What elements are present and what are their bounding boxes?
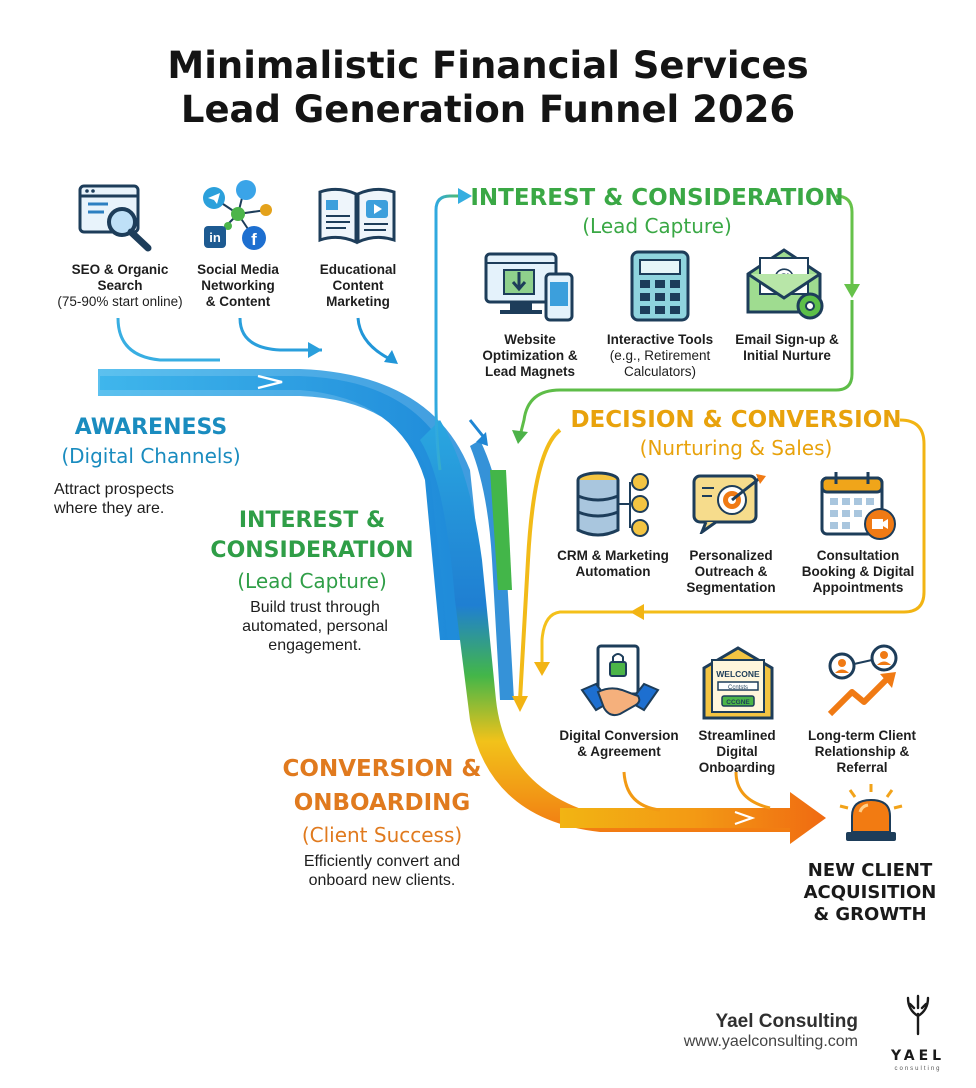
conversion-item-label-agreement: Digital Conversion & Agreement	[559, 728, 679, 759]
handshake-agreement-icon	[580, 644, 660, 717]
decision-box-heading: DECISION & CONVERSION (Nurturing & Sales…	[570, 407, 902, 460]
website-optimization-icon	[484, 252, 574, 322]
decision-item-label-crm: CRM & Marketing Automation	[557, 548, 669, 579]
interest-box-heading: INTEREST & CONSIDERATION (Lead Capture)	[470, 185, 844, 238]
email-nurture-icon: @	[746, 248, 824, 320]
decision-item-label-consultation: Consultation Booking & Digital Appointme…	[801, 548, 915, 595]
interest-description: Build trust through automated, personal …	[242, 599, 388, 654]
crm-database-icon	[576, 471, 649, 537]
welcome-onboarding-icon: WELCONE Ccntsts CCGNE	[702, 646, 774, 720]
interest-stage-heading-left: INTEREST & CONSIDERATION (Lead Capture)	[210, 508, 414, 593]
page-title-line-1: Minimalistic Financial Services	[167, 44, 809, 87]
awareness-description: Attract prospects where they are.	[54, 481, 175, 517]
footer-url[interactable]: www.yaelconsulting.com	[683, 1033, 858, 1050]
educational-content-icon	[318, 187, 396, 245]
outcome-label: NEW CLIENT ACQUISITION & GROWTH	[803, 860, 937, 925]
form-field-text: Ccntsts	[728, 685, 748, 691]
interest-item-label-tools: Interactive Tools (e.g., Retirement Calc…	[606, 332, 714, 379]
conversion-description: Efficiently convert and onboard new clie…	[303, 853, 461, 889]
growth-referral-icon	[827, 644, 898, 717]
form-button-text: CCGNE	[726, 699, 750, 706]
decision-item-label-outreach: Personalized Outreach & Segmentation	[686, 548, 776, 595]
interest-item-label-website: Website Optimization & Lead Magnets	[482, 332, 578, 379]
welcome-text: WELCONE	[716, 669, 760, 679]
calendar-booking-icon	[820, 472, 896, 540]
channel-label-social: Social Media Networking & Content	[197, 262, 279, 309]
target-outreach-icon	[692, 474, 766, 534]
calculator-icon	[630, 250, 690, 322]
conversion-item-label-referral: Long-term Client Relationship & Referral	[808, 728, 916, 775]
svg-text:f: f	[251, 230, 257, 249]
conversion-item-label-onboarding: Streamlined Digital Onboarding	[698, 728, 776, 775]
alarm-beacon-icon	[839, 784, 903, 841]
footer-company-name: Yael Consulting	[715, 1011, 858, 1032]
social-media-icon: in f	[203, 180, 272, 250]
yael-logo-text: YAEL	[890, 1048, 946, 1064]
interest-item-label-email: Email Sign-up & Initial Nurture	[735, 332, 839, 363]
awareness-stage-heading: AWARENESS (Digital Channels)	[61, 415, 241, 468]
svg-text:in: in	[209, 230, 221, 245]
main-funnel-trunk	[420, 420, 790, 832]
decision-loop-line	[518, 428, 562, 701]
page-title-line-2: Lead Generation Funnel 2026	[180, 88, 796, 131]
channel-label-educational: Educational Content Marketing	[319, 262, 397, 309]
interest-loop-line	[434, 194, 466, 471]
conversion-stage-heading: CONVERSION & ONBOARDING (Client Success)	[282, 756, 482, 847]
yael-logo-subtext: consulting	[894, 1066, 942, 1072]
channel-label-seo: SEO & Organic Search (75-90% start onlin…	[57, 262, 183, 309]
seo-search-icon	[78, 184, 152, 252]
yael-logo-icon	[906, 994, 930, 1036]
